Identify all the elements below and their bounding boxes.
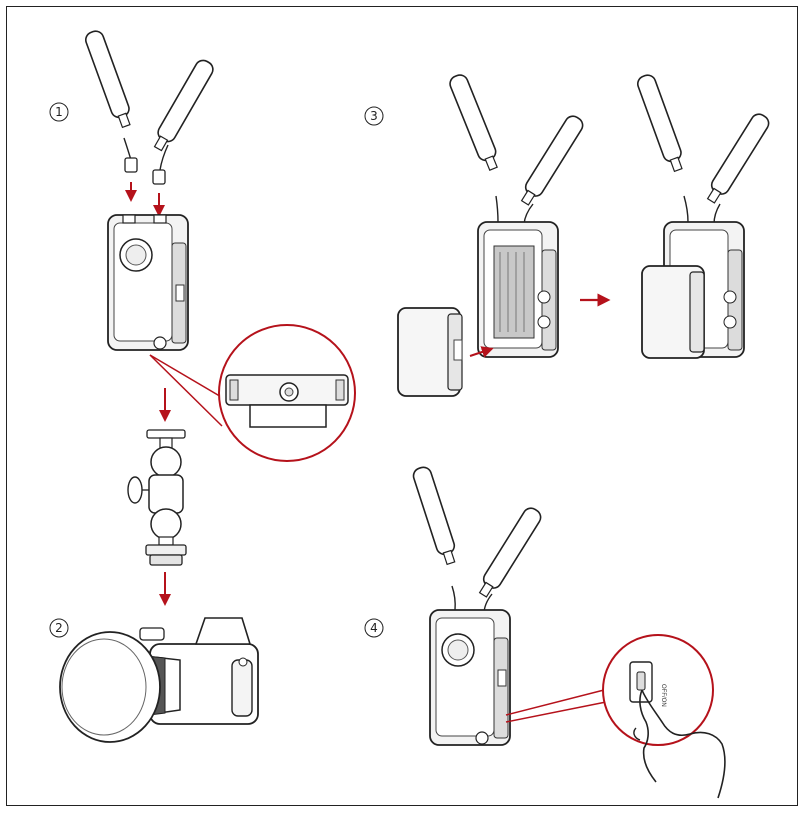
battery-icon xyxy=(397,307,463,397)
transmitter-icon xyxy=(429,609,511,746)
switch-label: OFF/ON xyxy=(660,684,666,707)
step-3-number: 3 xyxy=(370,109,378,123)
step-1-number: 1 xyxy=(55,105,63,119)
step-3-group: 3 xyxy=(364,71,773,397)
step-2-number: 2 xyxy=(55,621,63,635)
step-4-group: 4 OFF/ON xyxy=(364,464,726,799)
callout-line xyxy=(149,354,223,427)
antenna-icon xyxy=(516,112,587,209)
step-1-badge xyxy=(49,102,69,122)
step-4-number: 4 xyxy=(370,621,378,635)
antenna-icon xyxy=(634,72,688,174)
antenna-icon xyxy=(474,504,545,601)
step-1-group: 1 xyxy=(49,28,356,606)
power-switch-callout: OFF/ON xyxy=(602,634,714,746)
transmitter-icon xyxy=(107,214,189,351)
ball-mount-icon xyxy=(127,429,187,566)
antenna-icon xyxy=(702,110,773,207)
step-2-group: 2 xyxy=(49,617,259,743)
antenna-icon xyxy=(446,71,503,173)
step-4-badge xyxy=(364,618,384,638)
transmitter-icon xyxy=(477,221,559,358)
step-3-badge xyxy=(364,106,384,126)
callout-line xyxy=(505,689,605,716)
camera-icon xyxy=(59,617,259,743)
antenna-icon xyxy=(410,464,461,567)
antenna-icon xyxy=(82,28,138,173)
transmitter-icon xyxy=(663,221,745,358)
step-2-badge xyxy=(49,618,69,638)
hand-icon xyxy=(633,689,726,799)
antenna-icon xyxy=(149,56,217,185)
callout-line xyxy=(505,701,607,723)
mount-detail-callout xyxy=(218,324,356,462)
battery-icon xyxy=(641,265,705,359)
arrow-right-icon xyxy=(469,346,494,358)
manual-figure-frame xyxy=(6,6,798,806)
